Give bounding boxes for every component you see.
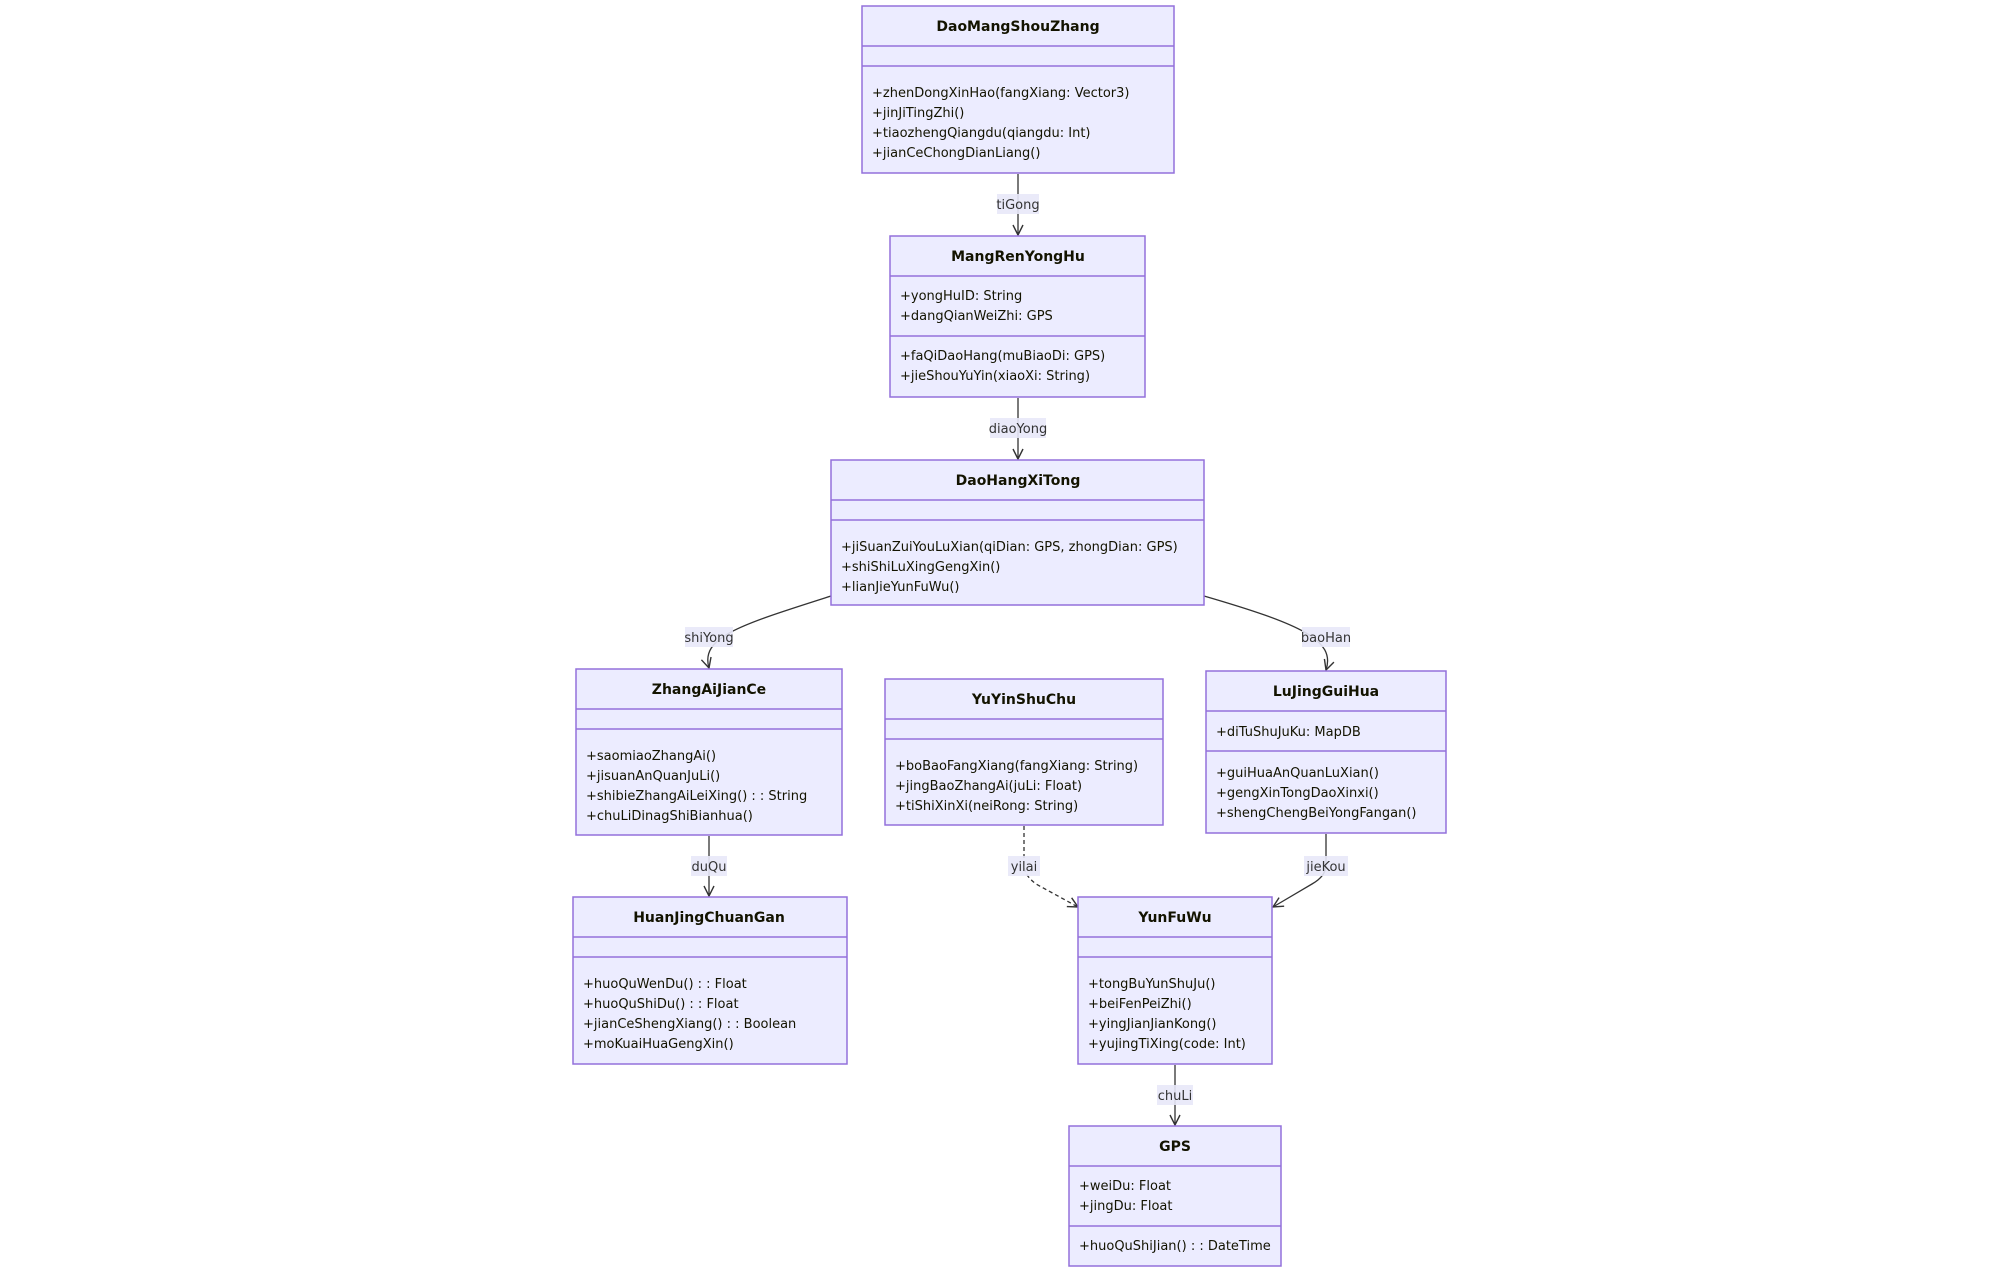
edge-label-yilai: yilai — [1008, 856, 1040, 876]
class-method: +lianJieYunFuWu() — [841, 580, 959, 595]
class-title: GPS — [1159, 1139, 1191, 1155]
edge-label-chuli: chuLi — [1157, 1085, 1193, 1105]
class-method: +chuLiDinagShiBianhua() — [586, 809, 753, 824]
class-method: +shiShiLuXingGengXin() — [841, 560, 1000, 575]
class-daomangshouzhang[interactable]: DaoMangShouZhang +zhenDongXinHao(fangXia… — [861, 5, 1175, 174]
class-method: +jieShouYuYin(xiaoXi: String) — [900, 369, 1090, 384]
class-zhangaijiance[interactable]: ZhangAiJianCe +saomiaoZhangAi() +jisuanA… — [575, 668, 843, 836]
edge-label-jiekou: jieKou — [1304, 856, 1348, 876]
edge-label-baohan: baoHan — [1301, 627, 1351, 647]
edge-label-text: shiYong — [684, 631, 733, 646]
class-method: +faQiDaoHang(muBiaoDi: GPS) — [900, 349, 1105, 364]
class-title: MangRenYongHu — [951, 249, 1085, 265]
class-method: +yingJianJianKong() — [1088, 1017, 1216, 1032]
class-attribute: +diTuShuJuKu: MapDB — [1216, 725, 1361, 740]
class-attribute: +jingDu: Float — [1079, 1199, 1172, 1214]
class-method: +jianCeChongDianLiang() — [872, 146, 1040, 161]
class-method: +tiShiXinXi(neiRong: String) — [895, 799, 1078, 814]
edge-label-text: tiGong — [996, 198, 1039, 213]
class-method: +boBaoFangXiang(fangXiang: String) — [895, 759, 1138, 774]
class-method: +jinJiTingZhi() — [872, 106, 964, 121]
class-method: +yujingTiXing(code: Int) — [1088, 1037, 1246, 1052]
class-attribute: +yongHuID: String — [900, 289, 1022, 304]
edge-label-text: diaoYong — [989, 422, 1047, 437]
class-huanjingchuangan[interactable]: HuanJingChuanGan +huoQuWenDu() : : Float… — [572, 896, 848, 1065]
class-method: +gengXinTongDaoXinxi() — [1216, 786, 1379, 801]
edge-label-text: baoHan — [1301, 631, 1351, 646]
class-method: +tiaozhengQiangdu(qiangdu: Int) — [872, 126, 1091, 141]
class-method: +saomiaoZhangAi() — [586, 749, 716, 764]
class-gps[interactable]: GPS +weiDu: Float +jingDu: Float +huoQuS… — [1068, 1125, 1282, 1267]
class-method: +huoQuShiDu() : : Float — [583, 997, 739, 1012]
class-method: +shengChengBeiYongFangan() — [1216, 806, 1416, 821]
edge-label-duqu: duQu — [691, 856, 727, 876]
edge-label-text: yilai — [1011, 860, 1038, 875]
class-method: +jingBaoZhangAi(juLi: Float) — [895, 779, 1082, 794]
edge-label-text: chuLi — [1158, 1089, 1192, 1104]
edge-label-text: jieKou — [1305, 860, 1345, 875]
edge-labels: tiGong diaoYong shiYong baoHan duQu yila… — [684, 194, 1351, 1105]
edge-label-text: duQu — [692, 860, 727, 875]
class-method: +jiSuanZuiYouLuXian(qiDian: GPS, zhongDi… — [841, 540, 1178, 555]
class-lujingguihua[interactable]: LuJingGuiHua +diTuShuJuKu: MapDB +guiHua… — [1205, 670, 1447, 834]
edge-label-tigong: tiGong — [996, 194, 1040, 214]
class-method: +beiFenPeiZhi() — [1088, 997, 1192, 1012]
class-yunfuwu[interactable]: YunFuWu +tongBuYunShuJu() +beiFenPeiZhi(… — [1077, 896, 1273, 1065]
class-title: YunFuWu — [1137, 910, 1211, 926]
class-method: +guiHuaAnQuanLuXian() — [1216, 766, 1379, 781]
class-attribute: +weiDu: Float — [1079, 1179, 1171, 1194]
class-method: +huoQuShiJian() : : DateTime — [1079, 1239, 1271, 1254]
class-title: LuJingGuiHua — [1273, 684, 1379, 700]
class-method: +zhenDongXinHao(fangXiang: Vector3) — [872, 86, 1129, 101]
class-yuyinshuchu[interactable]: YuYinShuChu +boBaoFangXiang(fangXiang: S… — [884, 678, 1164, 826]
class-attribute: +dangQianWeiZhi: GPS — [900, 309, 1053, 324]
edge-label-shiyong: shiYong — [684, 627, 734, 647]
class-title: YuYinShuChu — [971, 692, 1076, 708]
class-title: ZhangAiJianCe — [652, 682, 766, 698]
class-method: +moKuaiHuaGengXin() — [583, 1037, 734, 1052]
class-daohangxitong[interactable]: DaoHangXiTong +jiSuanZuiYouLuXian(qiDian… — [830, 459, 1205, 606]
class-method: +shibieZhangAiLeiXing() : : String — [586, 789, 807, 804]
class-title: HuanJingChuanGan — [633, 910, 785, 926]
class-title: DaoHangXiTong — [956, 473, 1081, 489]
class-method: +jisuanAnQuanJuLi() — [586, 769, 720, 784]
edge-label-diaoyong: diaoYong — [989, 418, 1047, 438]
class-title: DaoMangShouZhang — [936, 19, 1099, 35]
class-method: +tongBuYunShuJu() — [1088, 977, 1215, 992]
class-method: +huoQuWenDu() : : Float — [583, 977, 747, 992]
class-boxes: DaoMangShouZhang +zhenDongXinHao(fangXia… — [572, 5, 1447, 1267]
class-method: +jianCeShengXiang() : : Boolean — [583, 1017, 796, 1032]
class-mangrenyonghu[interactable]: MangRenYongHu +yongHuID: String +dangQia… — [889, 235, 1146, 398]
